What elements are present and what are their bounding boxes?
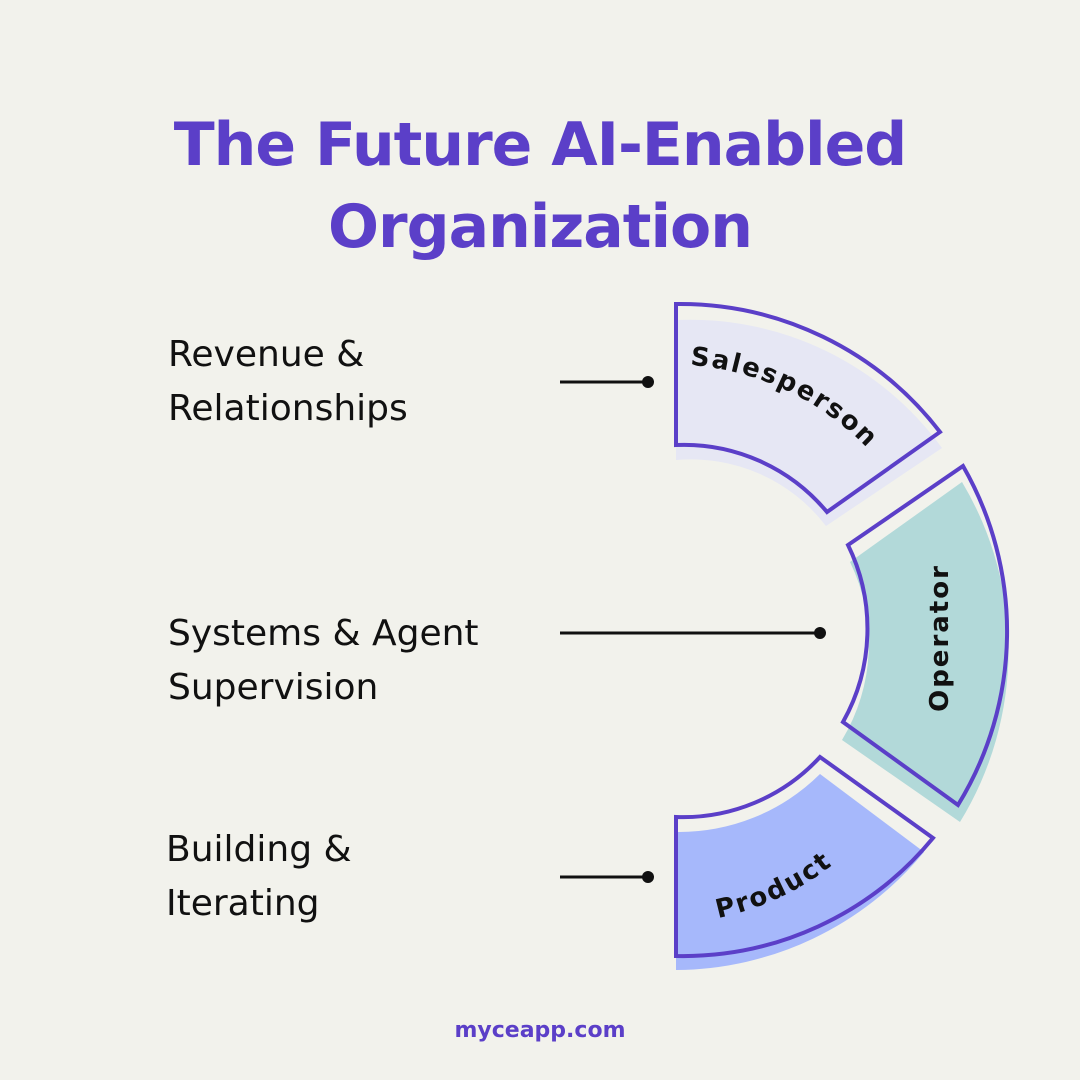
label-revenue-relationships: Revenue & Relationships	[168, 328, 408, 436]
label-systems-supervision: Systems & Agent Supervision	[168, 607, 479, 715]
label-line: Supervision	[168, 667, 379, 708]
label-line: Iterating	[166, 883, 320, 924]
connector-operator	[560, 627, 826, 639]
label-line: Systems & Agent	[168, 613, 479, 654]
connector-product	[560, 871, 654, 883]
segment-salesperson: Salesperson	[674, 301, 943, 526]
footer-url[interactable]: myceapp.com	[454, 1018, 626, 1043]
label-line: Revenue &	[168, 334, 365, 375]
label-line: Relationships	[168, 388, 408, 429]
label-building-iterating: Building & Iterating	[166, 823, 352, 931]
segment-product: Product	[674, 754, 936, 970]
segment-operator: Operator	[840, 463, 1010, 822]
label-line: Building &	[166, 829, 352, 870]
segment-label-operator: Operator	[925, 564, 955, 712]
title-line-1: The Future AI-Enabled	[173, 110, 908, 180]
title-line-2: Organization	[328, 192, 753, 262]
connector-salesperson	[560, 376, 654, 388]
page-title: The Future AI-Enabled Organization	[0, 104, 1080, 268]
